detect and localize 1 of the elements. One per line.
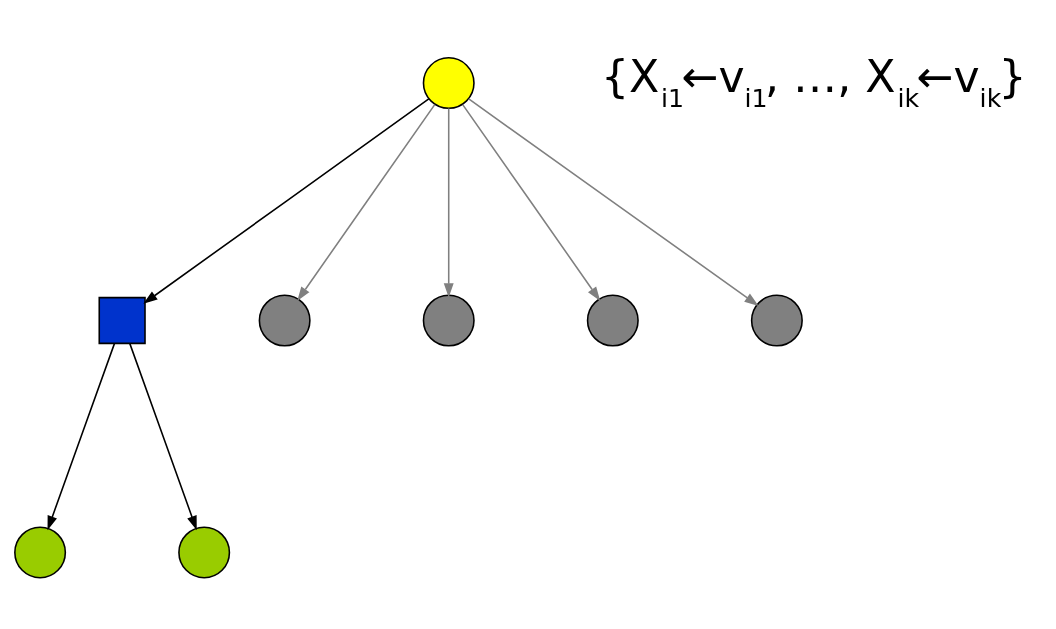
node-label: {X$_{i1}$←v$_{i1}$, …, X$_{ik}$←v$_{ik}$} xyxy=(600,50,1027,113)
